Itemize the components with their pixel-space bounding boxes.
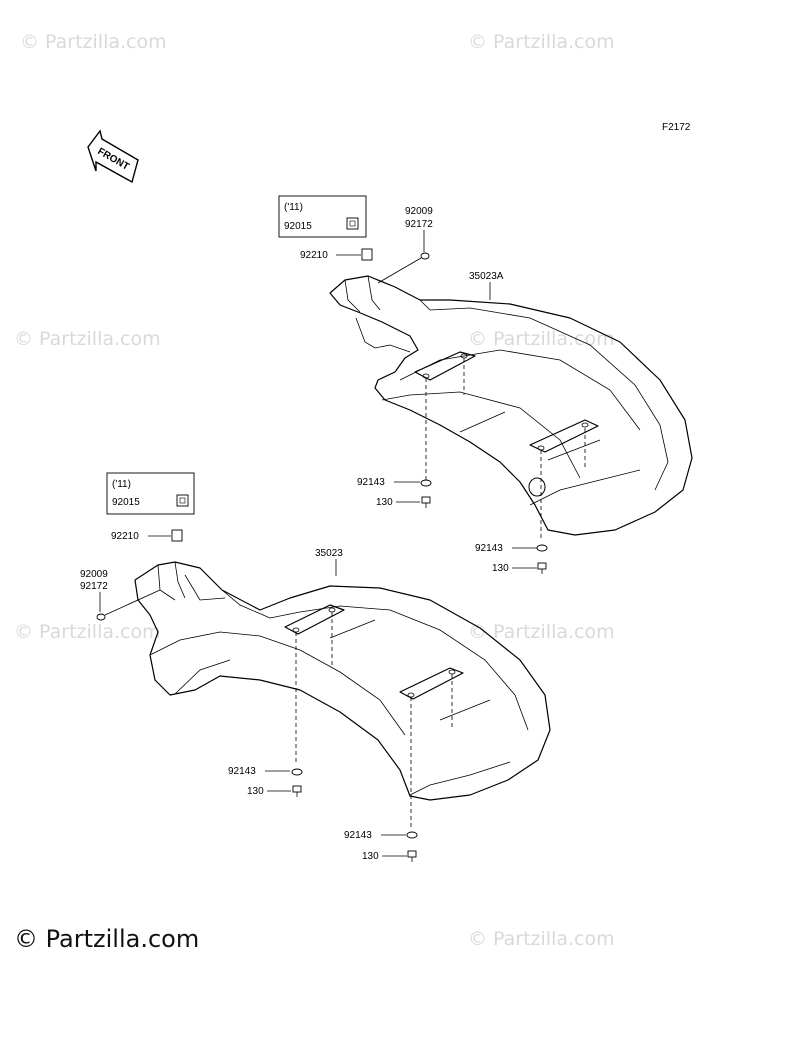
watermark-lower-right: © Partzilla.com bbox=[468, 621, 615, 643]
lower-label-130-rear: 130 bbox=[362, 851, 379, 862]
lower-label-92143-rear: 92143 bbox=[344, 830, 372, 841]
lower-washer-front-icon bbox=[291, 768, 303, 776]
lower-callout-part: 92015 bbox=[112, 497, 140, 508]
figure-code: F2172 bbox=[662, 122, 691, 133]
lower-label-92143-front: 92143 bbox=[228, 766, 256, 777]
upper-washer-front-icon bbox=[420, 479, 432, 487]
upper-label-92210: 92210 bbox=[300, 250, 328, 261]
upper-bolt-front-icon bbox=[421, 496, 431, 508]
watermark-bottom-right: © Partzilla.com bbox=[468, 928, 615, 950]
watermark-top-left: © Partzilla.com bbox=[20, 31, 167, 53]
upper-label-92009: 92009 bbox=[405, 206, 433, 217]
upper-callout-part: 92015 bbox=[284, 221, 312, 232]
upper-label-92143-rear: 92143 bbox=[475, 543, 503, 554]
upper-bolt-rear-icon bbox=[537, 562, 547, 574]
upper-bracket-clip-icon bbox=[361, 248, 373, 261]
lower-assembly: ('11) 92015 92210 92009 92172 35023 bbox=[80, 472, 551, 862]
upper-callout-clip-icon bbox=[346, 217, 359, 230]
lower-label-92172: 92172 bbox=[80, 581, 108, 592]
upper-label-92143-front: 92143 bbox=[357, 477, 385, 488]
upper-washer-rear-icon bbox=[536, 544, 548, 552]
watermark-top-right: © Partzilla.com bbox=[468, 31, 615, 53]
upper-label-35023A: 35023A bbox=[469, 271, 504, 282]
lower-callout-year: ('11) bbox=[112, 479, 131, 490]
lower-bolt-92009-icon bbox=[96, 589, 161, 621]
upper-callout-year: ('11) bbox=[284, 202, 303, 213]
upper-label-130-front: 130 bbox=[376, 497, 393, 508]
upper-fender-shape bbox=[329, 275, 693, 540]
lower-label-92009: 92009 bbox=[80, 569, 108, 580]
watermarks: © Partzilla.com © Partzilla.com © Partzi… bbox=[14, 31, 615, 953]
upper-assembly: ('11) 92015 92210 92009 92172 35023A bbox=[278, 195, 693, 574]
upper-label-130-rear: 130 bbox=[492, 563, 509, 574]
lower-fender-shape bbox=[134, 561, 551, 830]
watermark-mid-left: © Partzilla.com bbox=[14, 328, 161, 350]
front-arrow-icon: FRONT bbox=[87, 129, 139, 184]
lower-callout-clip-icon bbox=[176, 494, 189, 507]
watermark-mid-right: © Partzilla.com bbox=[468, 328, 615, 350]
lower-washer-rear-icon bbox=[406, 831, 418, 839]
lower-label-35023: 35023 bbox=[315, 548, 343, 559]
lower-label-130-front: 130 bbox=[247, 786, 264, 797]
upper-callout-box bbox=[278, 195, 367, 238]
lower-bolt-rear-icon bbox=[407, 850, 417, 862]
upper-label-92172: 92172 bbox=[405, 219, 433, 230]
lower-bracket-clip-icon bbox=[171, 529, 183, 542]
lower-label-92210: 92210 bbox=[111, 531, 139, 542]
lower-callout-box bbox=[106, 472, 195, 515]
watermark-lower-left: © Partzilla.com bbox=[14, 621, 161, 643]
watermark-corner-logo: © Partzilla.com bbox=[14, 925, 199, 953]
upper-bolt-92009-icon bbox=[377, 252, 430, 284]
lower-bolt-front-icon bbox=[292, 785, 302, 797]
